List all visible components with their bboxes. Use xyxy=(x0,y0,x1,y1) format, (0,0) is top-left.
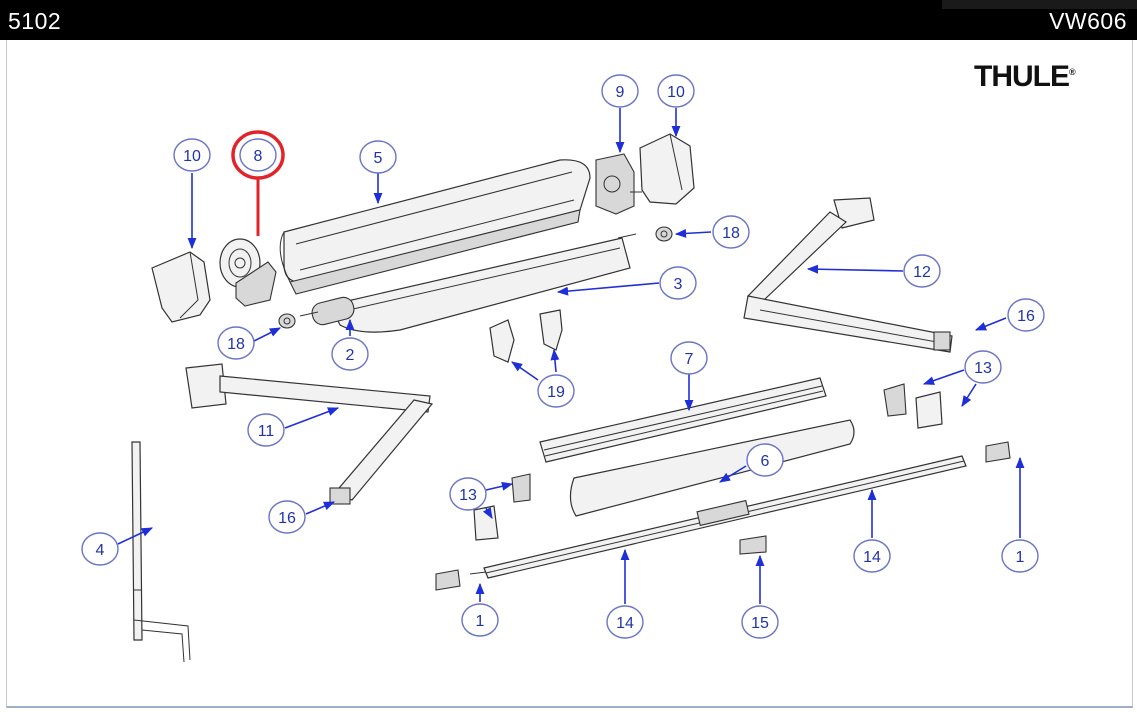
cassette-housing xyxy=(279,159,591,295)
callout-5: 5 xyxy=(359,140,397,174)
callout-label: 14 xyxy=(863,549,881,566)
callout-3: 3 xyxy=(659,266,697,300)
callout-label: 11 xyxy=(258,423,275,440)
callout-19: 19 xyxy=(537,374,575,408)
callout-label: 18 xyxy=(227,336,245,353)
nut-left xyxy=(278,313,296,329)
fabric-roller xyxy=(299,233,637,333)
callout-16-left: 16 xyxy=(268,500,306,534)
roller-bracket-left xyxy=(219,238,277,307)
callout-label: 1 xyxy=(1016,549,1025,566)
end-cap-right xyxy=(639,133,695,205)
roller-bracket-right xyxy=(595,153,642,215)
callout-label: 18 xyxy=(722,225,740,242)
callout-label: 15 xyxy=(751,615,769,632)
callout-1-left: 1 xyxy=(461,603,499,637)
callout-12: 12 xyxy=(903,254,941,288)
callout-8-highlighted: 8 xyxy=(231,130,285,180)
end-plugs xyxy=(473,383,943,541)
callout-14-right: 14 xyxy=(853,539,891,573)
front-profile xyxy=(539,377,827,463)
clips xyxy=(489,309,563,363)
callout-4: 4 xyxy=(81,532,119,566)
header-bar: 5102 VW606 xyxy=(0,0,1137,40)
end-cap-left xyxy=(151,251,211,323)
callout-7: 7 xyxy=(670,341,708,375)
callout-label: 9 xyxy=(616,84,625,101)
callout-14-left: 14 xyxy=(606,605,644,639)
callout-6: 6 xyxy=(746,443,784,477)
model-code: 5102 xyxy=(8,8,62,34)
callout-label: 8 xyxy=(254,148,263,165)
callout-label: 14 xyxy=(616,615,634,632)
callout-label: 6 xyxy=(761,453,770,470)
variant-code: VW606 xyxy=(1049,8,1127,34)
callout-18-right: 18 xyxy=(712,215,750,249)
callout-label: 12 xyxy=(913,264,931,281)
callout-1-right: 1 xyxy=(1001,539,1039,573)
callout-label: 13 xyxy=(459,487,477,504)
callout-16-right: 16 xyxy=(1007,298,1045,332)
callout-label: 5 xyxy=(374,150,383,167)
callout-10-right: 10 xyxy=(657,74,695,108)
arm-right xyxy=(743,197,953,353)
callout-label: 10 xyxy=(667,84,685,101)
callout-18-left: 18 xyxy=(217,326,255,360)
callout-label: 4 xyxy=(96,542,105,559)
callout-label: 16 xyxy=(1017,308,1035,325)
callout-label: 2 xyxy=(346,347,355,364)
arm-left xyxy=(185,363,434,505)
callout-2: 2 xyxy=(331,337,369,371)
callout-10-left: 10 xyxy=(173,138,211,172)
lower-rail xyxy=(469,455,967,579)
callout-13-right: 13 xyxy=(964,350,1002,384)
thule-logo: THULE® xyxy=(974,60,1076,94)
callout-label: 10 xyxy=(183,148,201,165)
registered-mark: ® xyxy=(1069,67,1076,77)
callout-label: 16 xyxy=(278,510,296,527)
callout-13-left: 13 xyxy=(449,477,487,511)
callout-11: 11 xyxy=(247,413,285,447)
diagram-frame xyxy=(6,40,1133,708)
logo-text: THULE xyxy=(974,60,1070,93)
nut-right xyxy=(655,226,673,242)
callout-9: 9 xyxy=(601,74,639,108)
leader-lines xyxy=(117,108,1025,604)
crank-handle xyxy=(131,441,191,663)
callout-label: 19 xyxy=(547,384,565,401)
cover-strip xyxy=(569,419,855,517)
callout-15: 15 xyxy=(741,605,779,639)
callout-label: 3 xyxy=(674,276,683,293)
rail-feet xyxy=(435,441,1011,591)
callout-label: 1 xyxy=(476,613,485,630)
callout-label: 7 xyxy=(685,351,694,368)
callout-label: 13 xyxy=(974,360,992,377)
header-top-strip xyxy=(942,0,1137,9)
